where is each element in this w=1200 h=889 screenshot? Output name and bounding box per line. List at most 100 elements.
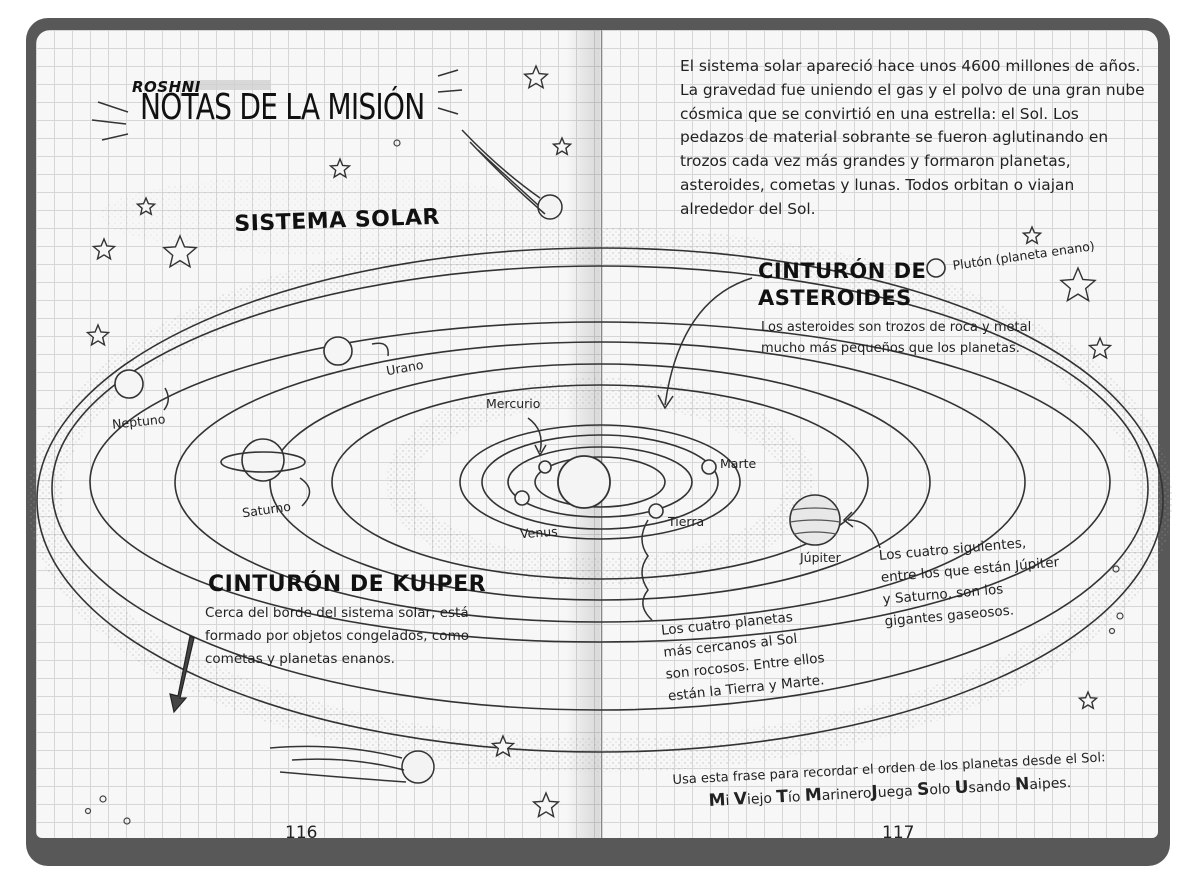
gas-giants-note: Los cuatro siguientes, entre los que est… bbox=[878, 529, 1064, 632]
comet-icon bbox=[461, 129, 563, 220]
arrow-icon bbox=[657, 394, 674, 410]
star-icon bbox=[1077, 690, 1099, 710]
space-dots bbox=[84, 139, 1124, 825]
arrow-icon bbox=[169, 635, 195, 714]
header-kicker: ROSHNI bbox=[132, 78, 201, 96]
label-jupiter: Júpiter bbox=[800, 550, 841, 565]
page-number-left: 116 bbox=[285, 823, 318, 843]
arrow-icon bbox=[842, 511, 854, 528]
arrow-icon bbox=[371, 342, 389, 357]
mnemonic-rest: i bbox=[725, 792, 730, 810]
planet-mars bbox=[701, 459, 717, 475]
arrow-icon bbox=[299, 477, 311, 507]
mnemonic-initial: M bbox=[708, 790, 726, 811]
mnemonic-rest: ío bbox=[787, 789, 801, 806]
title-accent-lines bbox=[91, 69, 463, 141]
star-icon bbox=[1059, 266, 1097, 303]
mnemonic-word: Usando bbox=[954, 777, 1012, 799]
star-icon bbox=[531, 791, 561, 818]
orbit-jupiter bbox=[331, 384, 869, 580]
orbit-neptune bbox=[89, 321, 1111, 643]
mnemonic-rest: uega bbox=[877, 783, 914, 802]
mnemonic-rest: olo bbox=[928, 781, 951, 799]
mnemonic-initial: U bbox=[954, 777, 970, 799]
mnemonic-rest: aipes. bbox=[1028, 774, 1072, 794]
asteroid-belt-description: Los asteroides son trozos de roca y meta… bbox=[761, 317, 1031, 359]
planet-neptune bbox=[114, 369, 144, 399]
kuiper-text-line: Cerca del borde del sistema solar, está bbox=[205, 605, 469, 621]
page-number-right: 117 bbox=[882, 823, 915, 843]
intro-paragraph: El sistema solar apareció hace unos 4600… bbox=[680, 57, 1145, 218]
arrow-icon bbox=[163, 387, 169, 411]
star-icon bbox=[162, 234, 198, 269]
orbit-venus bbox=[507, 446, 693, 518]
orbit-outer bbox=[36, 247, 1164, 753]
star-icon bbox=[328, 157, 352, 179]
label-marte: Marte bbox=[720, 456, 757, 471]
planet-earth bbox=[648, 503, 664, 519]
asteroid-text-line: mucho más pequeños que los planetas. bbox=[761, 341, 1020, 356]
mnemonic-initial: S bbox=[916, 779, 930, 801]
planet-uranus bbox=[323, 336, 353, 366]
dwarf-planet-pluto bbox=[926, 258, 946, 278]
mnemonic-rest: sando bbox=[968, 778, 1012, 797]
label-tierra: Tierra bbox=[668, 514, 705, 529]
orbit-saturn bbox=[269, 363, 931, 601]
kuiper-belt-description: Cerca del borde del sistema solar, está … bbox=[205, 602, 469, 671]
mnemonic-word: Solo bbox=[916, 779, 951, 801]
page-title: NOTAS DE LA MISIÓN bbox=[140, 87, 425, 128]
asteroid-text-line: Los asteroides son trozos de roca y meta… bbox=[761, 320, 1032, 335]
star-icon bbox=[551, 136, 573, 156]
kuiper-belt-texture bbox=[28, 228, 1172, 772]
mnemonic-word: Viejo bbox=[733, 789, 773, 810]
comet-icon bbox=[269, 745, 435, 784]
saturn-rings bbox=[220, 451, 306, 473]
mnemonic-word: Mi bbox=[708, 790, 730, 811]
nebula-texture bbox=[100, 175, 560, 255]
arrow-icon bbox=[534, 444, 547, 457]
orbit-earth bbox=[481, 434, 719, 530]
kuiper-text-line: formado por objetos congelados, como bbox=[205, 628, 469, 644]
mnemonic-rest: arinero bbox=[821, 785, 872, 805]
kuiper-belt-title: CINTURÓN DE KUIPER bbox=[208, 572, 487, 597]
star-icon bbox=[1021, 225, 1043, 245]
jupiter-bands bbox=[789, 507, 841, 535]
arrow-icon bbox=[641, 519, 653, 621]
orbit-uranus bbox=[174, 341, 1026, 623]
star-icon bbox=[91, 237, 117, 261]
sun bbox=[557, 455, 611, 509]
book-spine bbox=[601, 30, 602, 838]
orbit-mars bbox=[459, 424, 741, 540]
page-left bbox=[36, 30, 602, 838]
orbit-mercury bbox=[534, 456, 666, 508]
planet-venus bbox=[514, 490, 530, 506]
mnemonic-initial: M bbox=[804, 785, 823, 806]
mnemonic-word: Tío bbox=[776, 787, 801, 808]
orbits bbox=[36, 247, 1164, 753]
mnemonic-initial: N bbox=[1014, 774, 1030, 795]
label-venus: Venus bbox=[519, 523, 559, 542]
mnemonic-word: Juega bbox=[871, 782, 914, 802]
star-icon bbox=[522, 64, 550, 90]
mnemonic-rest: iejo bbox=[746, 790, 773, 808]
planet-saturn bbox=[241, 438, 285, 482]
arrow-icon bbox=[527, 417, 542, 453]
star-icon bbox=[85, 323, 111, 347]
arrow-icon bbox=[664, 277, 753, 406]
orbit-pluto bbox=[51, 265, 1149, 711]
mnemonic-word: Marinero bbox=[804, 785, 872, 806]
planet-mercury bbox=[538, 460, 552, 474]
arrow-icon bbox=[847, 519, 881, 549]
star-icon bbox=[490, 734, 516, 758]
star-icon bbox=[135, 196, 157, 216]
label-mercurio: Mercurio bbox=[486, 396, 541, 411]
rocky-planets-note: Los cuatro planetas más cercanos al Sol … bbox=[660, 603, 828, 707]
kuiper-text-line: cometas y planetas enanos. bbox=[205, 651, 395, 667]
asteroid-belt-texture bbox=[386, 378, 814, 586]
asteroid-belt-title: CINTURÓN DE ASTEROIDES bbox=[758, 259, 927, 310]
star-icon bbox=[1087, 336, 1113, 360]
kicker-highlight bbox=[186, 80, 270, 90]
mnemonic-word: Naipes. bbox=[1014, 774, 1072, 795]
page-gutter bbox=[566, 30, 602, 838]
